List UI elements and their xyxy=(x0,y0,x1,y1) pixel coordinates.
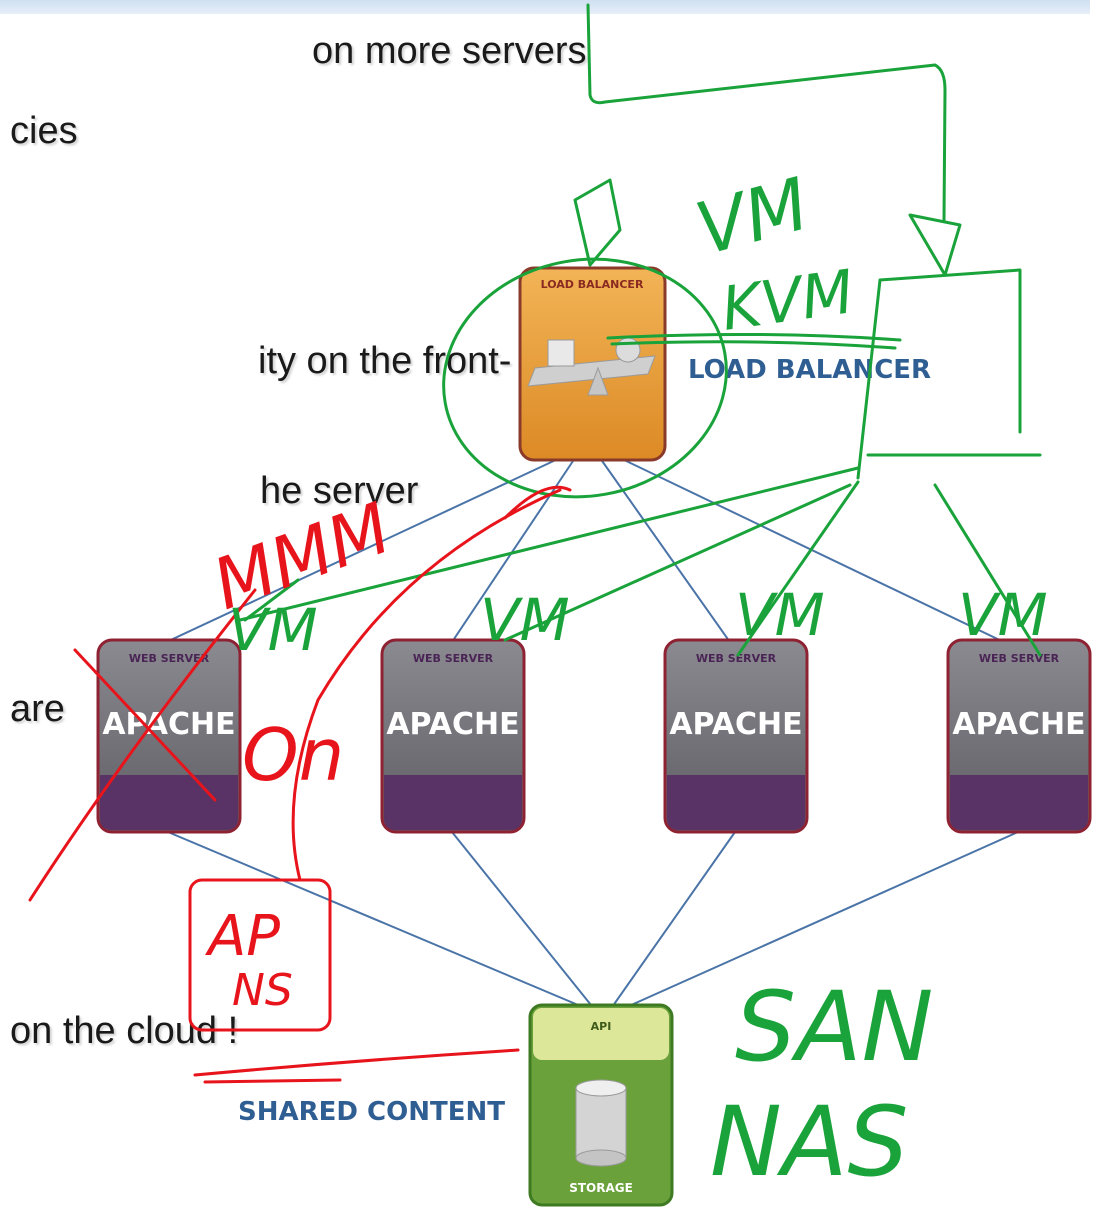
red-route-line xyxy=(291,488,562,882)
link-lb-ws1 xyxy=(159,457,561,646)
cross-out-stroke-2 xyxy=(28,588,257,902)
vm-server-1-annotation: VM xyxy=(228,596,318,664)
web-server-2-name: APACHE xyxy=(386,707,519,742)
san-annotation: SAN xyxy=(735,971,933,1083)
san-nas-arrow xyxy=(243,578,300,622)
cross-out-stroke-1 xyxy=(73,648,217,802)
load-balancer-circle xyxy=(442,257,728,499)
red-annotations xyxy=(28,485,572,1084)
vm-server-2-annotation: VM xyxy=(480,586,570,654)
arrow-head-left xyxy=(573,178,622,267)
link-ws4-storage xyxy=(619,831,1019,1011)
storage-label: STORAGE xyxy=(569,1181,633,1195)
slide-top-band xyxy=(0,0,1090,14)
on-annotation: On xyxy=(242,713,344,797)
load-balancer-badge: LOAD BALANCER xyxy=(541,278,644,291)
incoming-arrow-path xyxy=(586,3,947,222)
load-balancer-caption: LOAD BALANCER xyxy=(688,355,931,385)
web-server-3: WEB SERVER APACHE xyxy=(663,638,809,834)
kvm-box xyxy=(856,268,1042,480)
green-annotations xyxy=(238,3,1042,657)
vm-line-1 xyxy=(238,466,860,622)
web-server-1: WEB SERVER APACHE xyxy=(96,638,242,834)
storage-cylinder-icon xyxy=(575,1079,627,1167)
load-balancer-node: LOAD BALANCER LOAD BALANCER xyxy=(518,266,931,462)
web-server-4: WEB SERVER APACHE xyxy=(946,638,1092,834)
vm-line-3 xyxy=(736,480,860,657)
apns-box xyxy=(188,878,332,1032)
link-ws3-storage xyxy=(609,831,736,1011)
slide-text-line-5: are xyxy=(10,688,65,730)
web-server-3-name: APACHE xyxy=(669,707,802,742)
vm-main-annotation: VM xyxy=(688,161,817,271)
vm-line-2 xyxy=(503,483,852,642)
web-server-4-name: APACHE xyxy=(952,707,1085,742)
web-server-2: WEB SERVER APACHE xyxy=(380,638,526,834)
shared-content-caption: SHARED CONTENT xyxy=(238,1097,505,1127)
vm-server-3-annotation: VM xyxy=(735,581,825,649)
cloud-underline xyxy=(193,1048,520,1084)
kvm-annotation: KVM xyxy=(717,257,858,345)
vm-server-4-annotation: VM xyxy=(958,581,1048,649)
vm-line-4 xyxy=(933,483,1042,657)
web-server-2-badge: WEB SERVER xyxy=(413,652,494,665)
link-lb-ws4 xyxy=(619,457,1011,646)
web-server-3-badge: WEB SERVER xyxy=(696,652,777,665)
arrow-head-right xyxy=(908,213,962,277)
storage-node: API STORAGE SHARED CONTENT xyxy=(238,1003,674,1207)
kvm-scribble xyxy=(606,332,902,350)
slide-text-line-3: ity on the front- xyxy=(258,340,512,382)
web-server-1-name: APACHE xyxy=(102,707,235,742)
slide-text-line-2: cies xyxy=(10,110,78,152)
slide-text-line-4: he server xyxy=(260,470,419,512)
nas-annotation: NAS xyxy=(710,1086,908,1198)
web-server-1-badge: WEB SERVER xyxy=(129,652,210,665)
link-ws1-storage xyxy=(167,831,591,1011)
link-ws2-storage xyxy=(451,831,596,1011)
web-server-4-badge: WEB SERVER xyxy=(979,652,1060,665)
lb-scribble xyxy=(503,485,572,520)
apns-annotation-2: NS xyxy=(232,965,293,1016)
storage-api-label: API xyxy=(591,1020,612,1033)
slide-text-line-1: on more servers xyxy=(312,30,587,72)
apns-annotation-1: AP xyxy=(205,904,280,969)
link-lb-ws3 xyxy=(599,457,733,646)
